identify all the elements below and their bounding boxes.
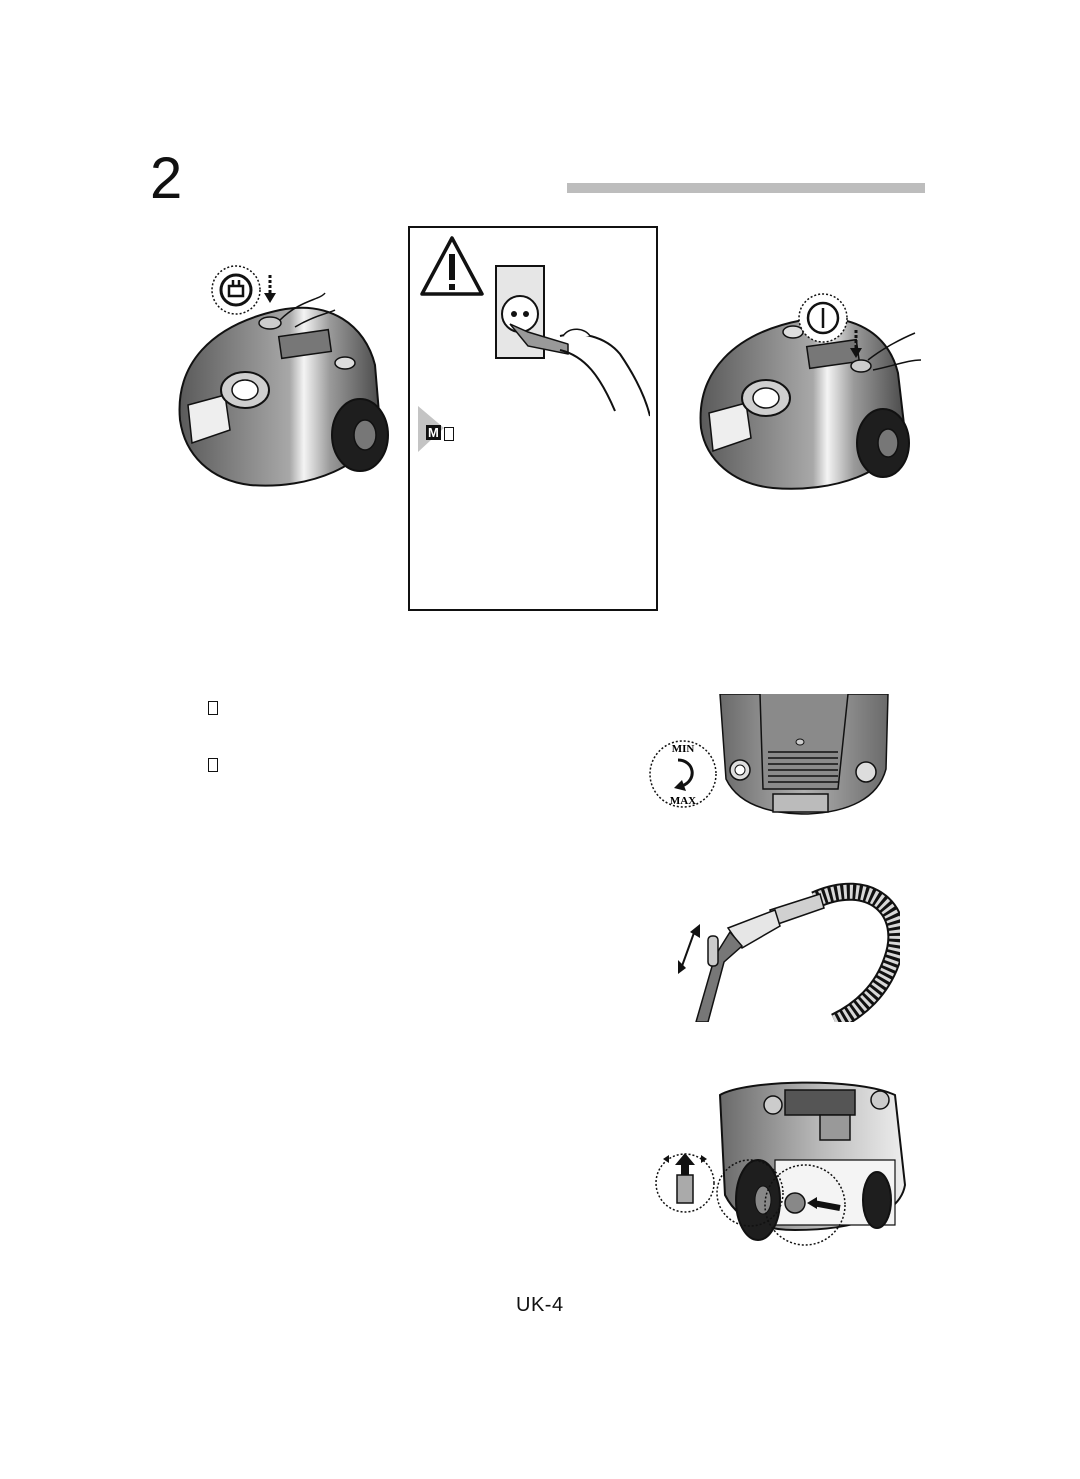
vacuum-cord-rewind-illustration bbox=[178, 265, 389, 487]
press-arrow-icon bbox=[850, 330, 862, 358]
bullet-2-mark bbox=[208, 758, 218, 773]
page-number: UK-4 bbox=[516, 1294, 564, 1316]
warning-box: M bbox=[408, 226, 658, 611]
dial-max-label: MAX bbox=[670, 795, 696, 807]
press-arrow-icon bbox=[264, 275, 276, 303]
dial-min-label: MIN bbox=[672, 743, 695, 755]
warning-glyphs: M bbox=[426, 425, 454, 441]
cord-rewind-icon bbox=[211, 265, 261, 315]
telescopic-tube-illustration bbox=[678, 882, 900, 1022]
warning-glyph-m: M bbox=[426, 425, 441, 440]
power-icon bbox=[798, 293, 848, 343]
header-rule bbox=[567, 183, 925, 193]
glyph-box bbox=[443, 426, 454, 441]
hose-connection-illustration bbox=[655, 1081, 907, 1246]
unplug-illustration bbox=[420, 236, 650, 417]
vacuum-power-illustration bbox=[699, 293, 922, 490]
slide-arrow-icon bbox=[678, 924, 700, 974]
hose-lock-icon bbox=[655, 1153, 715, 1213]
suction-dial-illustration: MIN MAX bbox=[649, 694, 889, 815]
warning-triangle-icon bbox=[420, 236, 484, 296]
bullet-1 bbox=[208, 697, 218, 718]
section-number: 2 bbox=[150, 146, 183, 211]
bullet-1-mark bbox=[208, 701, 218, 716]
rotate-arrow-icon bbox=[674, 758, 694, 791]
bullet-2 bbox=[208, 754, 218, 775]
